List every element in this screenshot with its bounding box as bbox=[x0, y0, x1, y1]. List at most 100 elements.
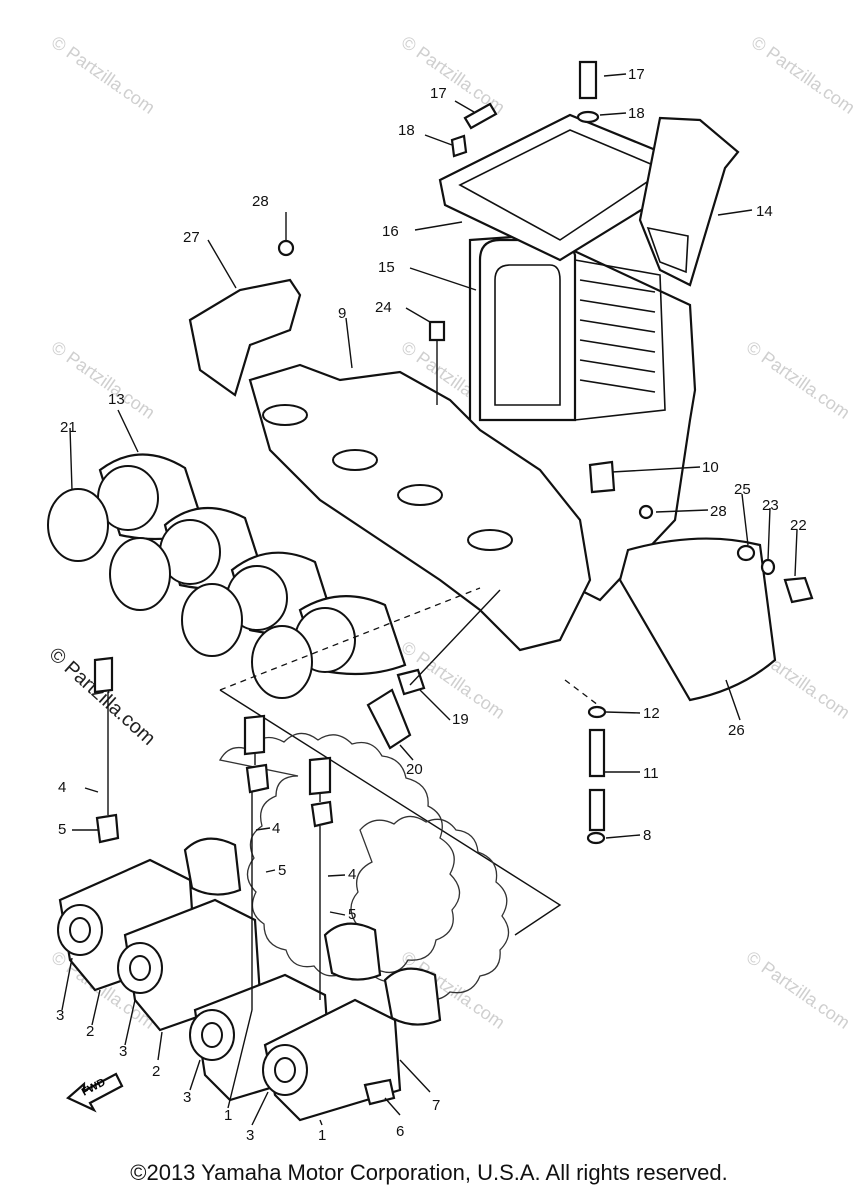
intake-duct bbox=[638, 116, 740, 287]
callout-number: 2 bbox=[86, 1023, 94, 1040]
callout-number: 3 bbox=[246, 1127, 254, 1144]
joint-port bbox=[397, 484, 443, 506]
callout-number: 3 bbox=[56, 1007, 64, 1024]
callout-number: 11 bbox=[643, 765, 659, 782]
joint-port bbox=[467, 529, 513, 551]
assembly-line bbox=[219, 689, 562, 936]
cap-holder bbox=[310, 800, 334, 828]
breather-elbow bbox=[366, 688, 412, 750]
carburetor-bore bbox=[129, 955, 151, 981]
callout-number: 3 bbox=[183, 1089, 191, 1106]
bolt bbox=[783, 576, 814, 604]
assembly-line bbox=[219, 587, 481, 691]
callout-number: 28 bbox=[710, 503, 727, 520]
watermark-text: © Partzilla.com bbox=[743, 337, 854, 423]
callout-number: 4 bbox=[272, 820, 280, 837]
callout-number: 18 bbox=[398, 122, 415, 139]
assembly-line bbox=[409, 589, 501, 686]
cap bbox=[93, 656, 114, 694]
joint-port bbox=[262, 404, 308, 426]
watermark-text: © Partzilla.com bbox=[398, 32, 509, 118]
callout-number: 17 bbox=[628, 66, 645, 83]
air-filter-opening bbox=[494, 264, 561, 406]
hose-clamp bbox=[587, 705, 607, 719]
callout-number: 26 bbox=[728, 722, 745, 739]
callout-number: 18 bbox=[628, 105, 645, 122]
callout-number: 5 bbox=[58, 821, 66, 838]
watermark-text: © Partzilla.com bbox=[48, 337, 159, 423]
callout-number: 24 bbox=[375, 299, 392, 316]
carburetor-body-top bbox=[183, 837, 242, 896]
callout-number: 5 bbox=[348, 906, 356, 923]
callout-number: 12 bbox=[643, 705, 660, 722]
callout-number: 3 bbox=[119, 1043, 127, 1060]
side-cover bbox=[618, 537, 777, 702]
collar bbox=[450, 134, 468, 158]
clip bbox=[588, 460, 616, 494]
carburetor-outline bbox=[219, 732, 461, 979]
screw bbox=[638, 504, 654, 520]
carburetor-bank bbox=[57, 656, 402, 1122]
hose-clamp-band bbox=[181, 583, 243, 657]
callout-number: 23 bbox=[762, 497, 779, 514]
callout-number: 16 bbox=[382, 223, 399, 240]
mounting-bracket bbox=[188, 278, 302, 397]
hose-clamp bbox=[586, 831, 606, 845]
callout-number: 13 bbox=[108, 391, 125, 408]
carburetor-outline-group bbox=[183, 732, 510, 1026]
nut bbox=[760, 558, 776, 576]
callout-number: 8 bbox=[643, 827, 651, 844]
callout-number: 19 bbox=[452, 711, 469, 728]
drain-screw bbox=[363, 1078, 396, 1106]
intake-duct-opening bbox=[646, 226, 689, 274]
drain-bolt bbox=[428, 320, 446, 342]
callout-number: 9 bbox=[338, 305, 346, 322]
fwd-arrow-icon bbox=[65, 1072, 124, 1113]
carburetor-bore bbox=[274, 1057, 296, 1083]
leader-lines bbox=[61, 73, 798, 1126]
callout-number: 6 bbox=[396, 1123, 404, 1140]
carburetor-body-top bbox=[383, 967, 442, 1026]
assembly-line bbox=[107, 692, 321, 1010]
cap-holder bbox=[95, 813, 120, 844]
callout-number: 5 bbox=[278, 862, 286, 879]
assembly-line bbox=[564, 679, 599, 706]
air-filter-pleats bbox=[574, 259, 666, 421]
carburetor-bore bbox=[201, 1022, 223, 1048]
callout-number: 22 bbox=[790, 517, 807, 534]
hose-clamp-band bbox=[47, 488, 109, 562]
screw bbox=[277, 239, 295, 257]
breather-fitting bbox=[396, 668, 426, 696]
washer bbox=[576, 110, 600, 124]
drain-hose bbox=[588, 728, 606, 778]
callout-number: 27 bbox=[183, 229, 200, 246]
callout-number: 20 bbox=[406, 761, 423, 778]
callout-number: 21 bbox=[60, 419, 77, 436]
cap bbox=[243, 714, 266, 756]
callout-number: 4 bbox=[348, 866, 356, 883]
callout-number: 1 bbox=[318, 1127, 326, 1144]
washer bbox=[736, 544, 756, 562]
callout-number: 28 bbox=[252, 193, 269, 210]
callout-number: 1 bbox=[224, 1107, 232, 1124]
forward-arrow: FWD bbox=[65, 1072, 124, 1113]
exploded-view-drawing: © Partzilla.com © Partzilla.com © Partzi… bbox=[45, 32, 858, 1144]
drain-hose bbox=[588, 788, 606, 832]
hose-clamp-band bbox=[109, 537, 171, 611]
callout-number: 4 bbox=[58, 779, 66, 796]
carburetor-body-top bbox=[323, 922, 382, 981]
carburetor-bore bbox=[69, 917, 91, 943]
watermark-text: © Partzilla.com bbox=[743, 947, 854, 1033]
callout-number: 17 bbox=[430, 85, 447, 102]
callout-number: 15 bbox=[378, 259, 395, 276]
callout-number: 7 bbox=[432, 1097, 440, 1114]
callout-number: 14 bbox=[756, 203, 773, 220]
watermark-text: © Partzilla.com bbox=[748, 32, 858, 118]
hose-clamp-band bbox=[251, 625, 313, 699]
callout-number: 10 bbox=[702, 459, 719, 476]
intake-joint-group bbox=[47, 453, 562, 936]
cap-holder bbox=[245, 763, 270, 794]
copyright-notice: ©2013 Yamaha Motor Corporation, U.S.A. A… bbox=[130, 1160, 728, 1185]
bolt bbox=[578, 60, 598, 100]
